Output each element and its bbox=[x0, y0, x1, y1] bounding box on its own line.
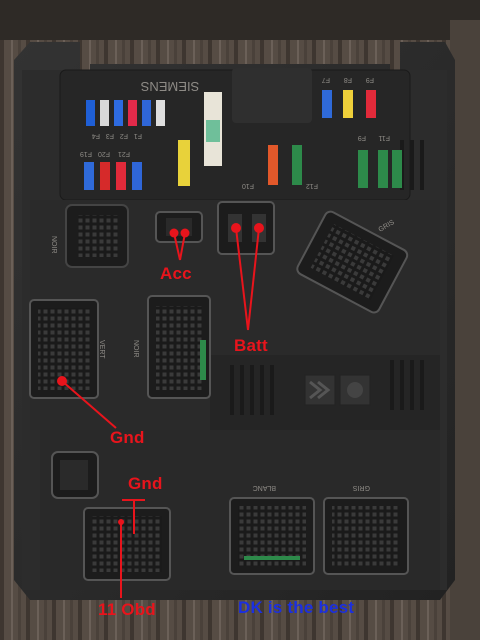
connector-small-bottom-left bbox=[51, 451, 99, 499]
annotation-credit: DK is the best bbox=[238, 598, 355, 617]
fuse-label: F12 bbox=[306, 182, 318, 189]
connector-label: NOIR bbox=[50, 236, 57, 254]
connector-label: VERT bbox=[98, 340, 105, 359]
annotation-batt: Batt bbox=[234, 336, 268, 355]
connector-gris-bottom bbox=[323, 497, 409, 575]
connector-label: GRIS bbox=[353, 484, 370, 491]
connector-obd bbox=[83, 507, 171, 581]
connector-blanc-bottom bbox=[229, 497, 315, 575]
fuse-row-mid-left bbox=[84, 162, 142, 190]
fuse-label: F1 bbox=[134, 132, 142, 139]
connector-noir-middle bbox=[147, 295, 211, 399]
fuse-label: F3 bbox=[106, 132, 114, 139]
fuse-label: F21 bbox=[118, 150, 130, 157]
fuse-yellow bbox=[178, 140, 190, 186]
connector-gris-angled bbox=[296, 210, 409, 314]
fuse-label: F10 bbox=[242, 182, 254, 189]
annotation-acc: Acc bbox=[160, 264, 192, 283]
fuse-label: F20 bbox=[98, 150, 110, 157]
fuse-label: F2 bbox=[120, 132, 128, 139]
annotation-obd: 11 Obd bbox=[98, 600, 156, 619]
annotation-gnd-left: Gnd bbox=[110, 428, 145, 447]
annotation-gnd-bottom: Gnd bbox=[128, 474, 163, 493]
brand-label: SIEMENS bbox=[140, 79, 199, 94]
fuse-row-top-left bbox=[86, 100, 165, 126]
fuse-row-mid-right bbox=[268, 145, 402, 188]
fuse-label: F9 bbox=[366, 76, 374, 83]
annotation-markers bbox=[57, 223, 264, 598]
connector-label: BLANC bbox=[253, 484, 276, 491]
connector-vert-left bbox=[29, 299, 99, 399]
fuse-label: F9 bbox=[358, 134, 366, 141]
connector-label: NOIR bbox=[132, 340, 139, 358]
connector-noir-top-left bbox=[65, 204, 129, 268]
fuse-label: F11 bbox=[378, 134, 390, 141]
fuse-label: F4 bbox=[92, 132, 100, 139]
fuse-row-top-right bbox=[322, 90, 376, 118]
connector-batt bbox=[217, 201, 275, 255]
fuse-label: F19 bbox=[80, 150, 92, 157]
connector-acc bbox=[155, 211, 203, 243]
fuse-label: F7 bbox=[322, 76, 330, 83]
fuse-label: F8 bbox=[344, 76, 352, 83]
